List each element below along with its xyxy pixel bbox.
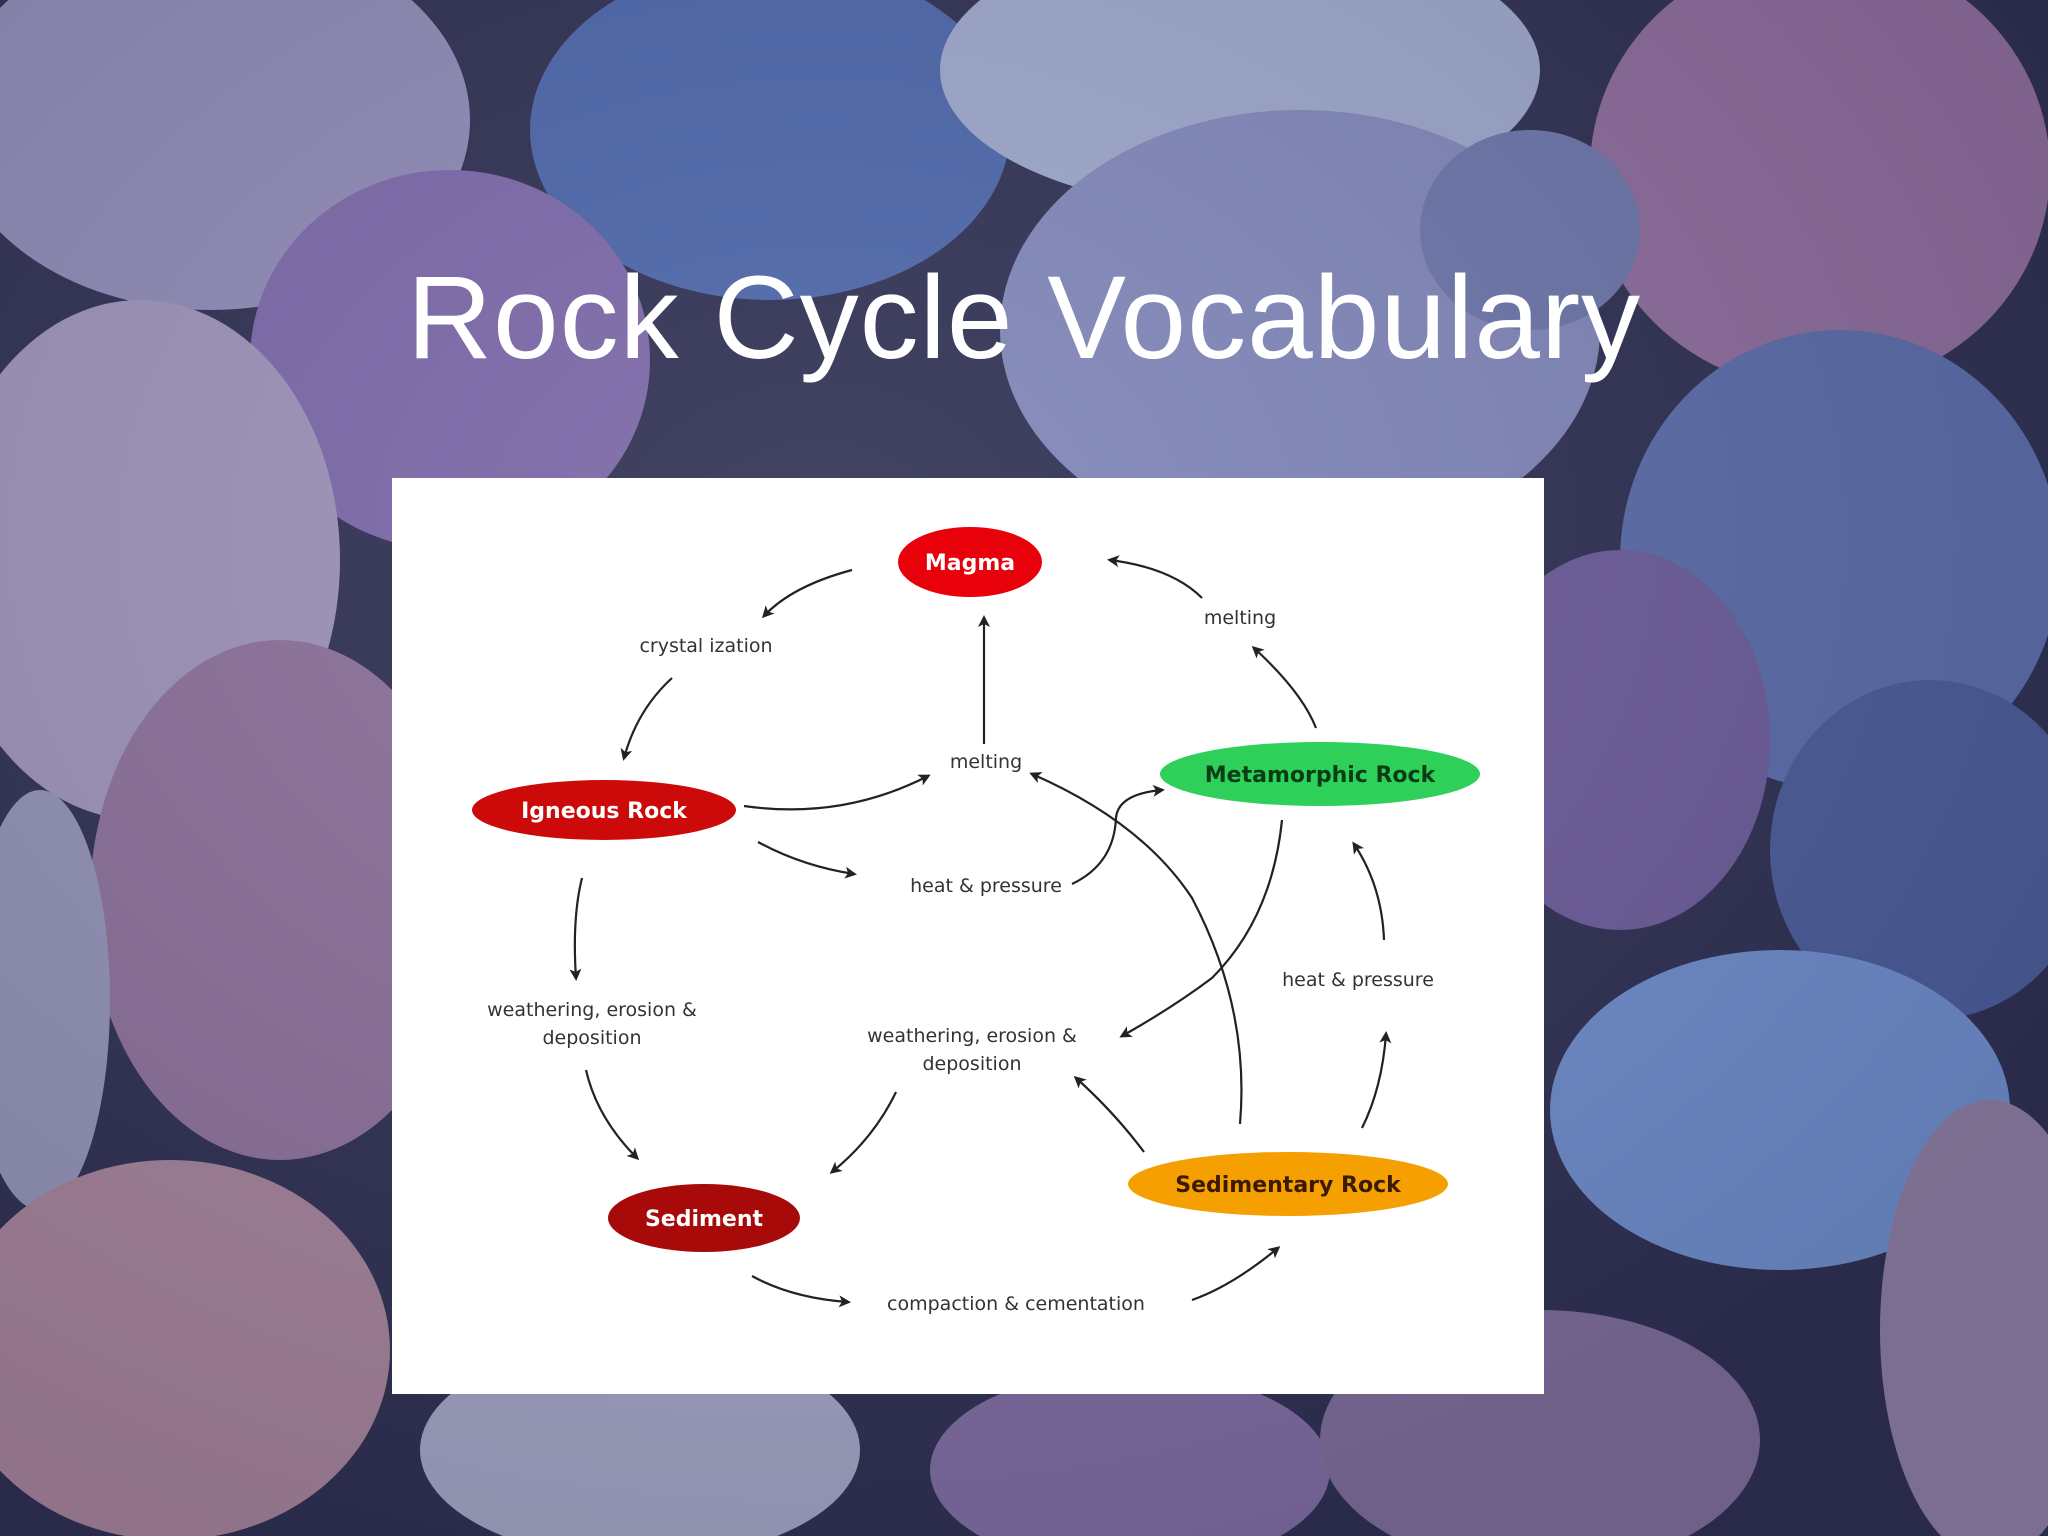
node-sedimentary-rock: Sedimentary Rock [1128,1152,1448,1216]
arrow-igneous-to-heat-pressure [757,841,857,879]
arrow-melting-to-magma-right [1107,555,1203,599]
arrow-sediment-to-compaction [751,1275,851,1308]
arrow-metamorphic-to-melting [1251,645,1318,729]
arrow-crystallization-to-igneous [620,677,673,761]
node-igneous-rock-label: Igneous Rock [521,799,688,824]
label-weathering-left-line2: deposition [542,1027,641,1049]
label-weathering-center-line2: deposition [922,1053,1021,1075]
label-melting-center: melting [950,751,1022,773]
arrow-sedimentary-to-heat-pressure [1361,1031,1392,1129]
arrow-heat-pressure-to-metamorphic-right [1352,841,1386,941]
arrow-metamorphic-to-weathering [1119,819,1284,1038]
label-heat-pressure-center: heat & pressure [910,875,1062,897]
label-weathering-center-line1: weathering, erosion & [867,1025,1077,1047]
arrow-sedimentary-to-melting [1029,772,1243,1125]
arrow-sedimentary-to-weathering [1073,1075,1145,1153]
label-weathering-left-line1: weathering, erosion & [487,999,697,1021]
label-compaction-cementation: compaction & cementation [887,1293,1145,1315]
node-metamorphic-rock: Metamorphic Rock [1160,742,1480,806]
label-crystallization: crystal ization [639,635,772,657]
node-magma-label: Magma [925,551,1015,576]
arrow-weathering-to-sediment [584,1069,640,1161]
arrow-magma-to-crystallization [761,568,853,619]
slide-title: Rock Cycle Vocabulary [406,252,1642,384]
node-magma: Magma [898,527,1042,597]
arrow-igneous-to-melting [743,774,931,811]
arrow-heat-pressure-to-metamorphic [1071,784,1165,885]
label-heat-pressure-right: heat & pressure [1282,969,1434,991]
arrow-compaction-to-sedimentary [1191,1246,1281,1302]
node-metamorphic-rock-label: Metamorphic Rock [1205,763,1437,788]
node-sediment: Sediment [608,1184,800,1252]
node-sediment-label: Sediment [645,1207,764,1232]
rock-cycle-diagram: Magma Igneous Rock Metamorphic Rock Sedi… [392,478,1544,1394]
arrow-igneous-to-weathering [569,877,584,981]
node-sedimentary-rock-label: Sedimentary Rock [1175,1173,1402,1198]
label-melting-top-right: melting [1204,607,1276,629]
arrow-weathering-center-to-sediment [829,1091,897,1174]
node-igneous-rock: Igneous Rock [472,780,736,840]
